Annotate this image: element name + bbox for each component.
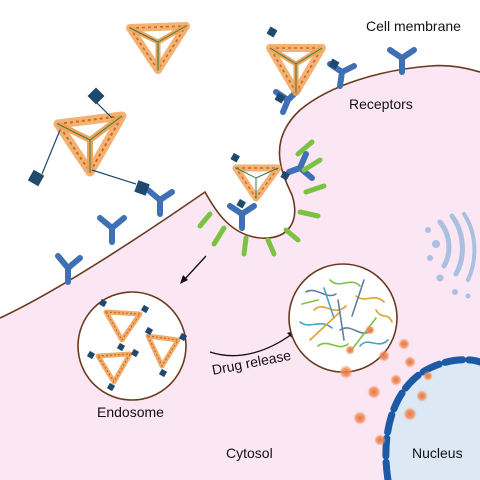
nanostructure-internalizing xyxy=(230,152,290,209)
cytosol-label: Cytosol xyxy=(226,445,273,461)
endocytosis-arrow xyxy=(180,255,207,284)
receptor-3 xyxy=(145,187,175,217)
nanostructure-bound xyxy=(266,26,340,104)
nucleus-label: Nucleus xyxy=(412,445,463,461)
receptor-1 xyxy=(55,253,83,285)
endosome-label: Endosome xyxy=(97,404,164,420)
endosome xyxy=(77,291,188,401)
nanostructure-top xyxy=(126,22,190,74)
nanostructure-large xyxy=(27,87,150,196)
clathrin-spikes xyxy=(197,139,327,257)
golgi-apparatus xyxy=(425,212,477,299)
nucleus xyxy=(382,356,480,480)
cell-membrane-line xyxy=(0,64,480,319)
receptor-8 xyxy=(387,47,417,75)
receptors-label: Receptors xyxy=(349,96,413,112)
cell-membrane-label: Cell membrane xyxy=(366,18,461,34)
receptor-4 xyxy=(227,203,257,231)
drug-particles xyxy=(339,325,433,446)
receptor-2 xyxy=(97,215,127,245)
